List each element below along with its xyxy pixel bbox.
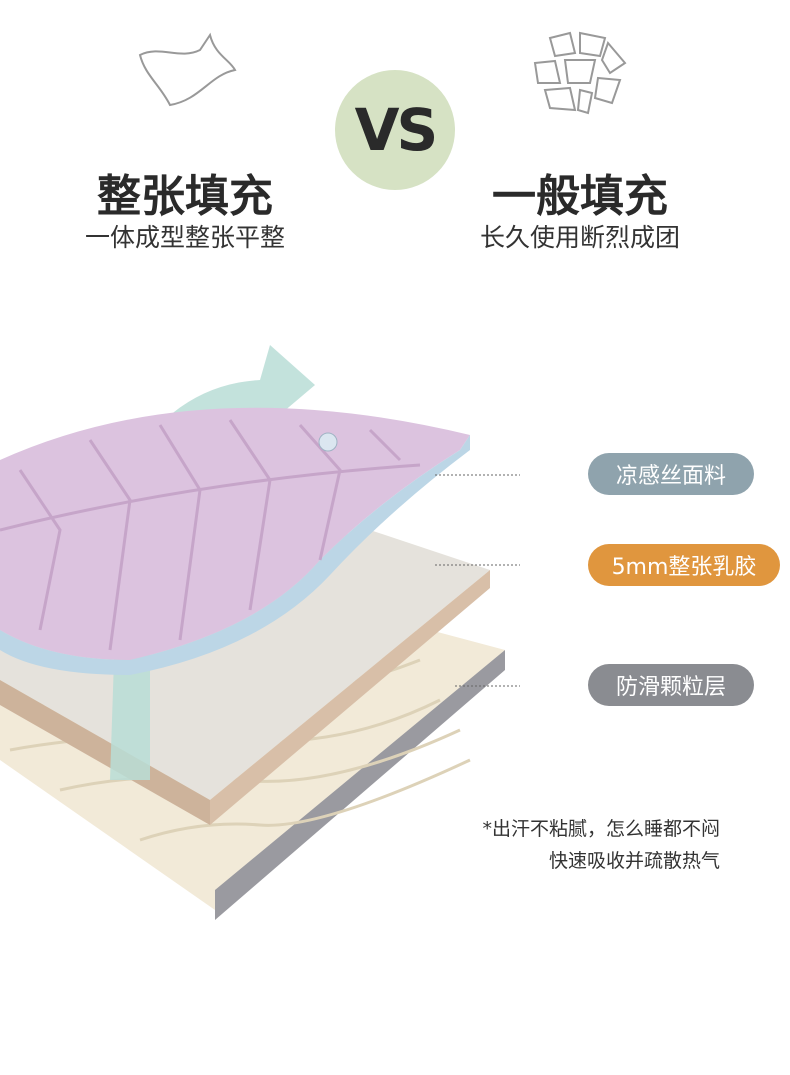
layer-label-anti-slip: 防滑颗粒层 [588,664,754,706]
mattress-layers-illustration [0,345,520,920]
left-title: 整张填充 [97,171,273,222]
left-subtitle: 一体成型整张平整 [84,223,285,252]
whole-sheet-icon [138,32,237,107]
note-line-2: 快速吸收并疏散热气 [548,850,720,872]
note-line-1: *出汗不粘腻，怎么睡都不闷 [482,818,720,840]
right-title: 一般填充 [492,171,668,222]
layer-label-cool-silk: 凉感丝面料 [588,453,754,495]
right-subtitle: 长久使用断烈成团 [479,223,680,252]
layer-label-latex: 5mm整张乳胶 [588,544,780,586]
vs-badge: VS [335,70,455,190]
broken-pieces-icon [533,31,627,115]
